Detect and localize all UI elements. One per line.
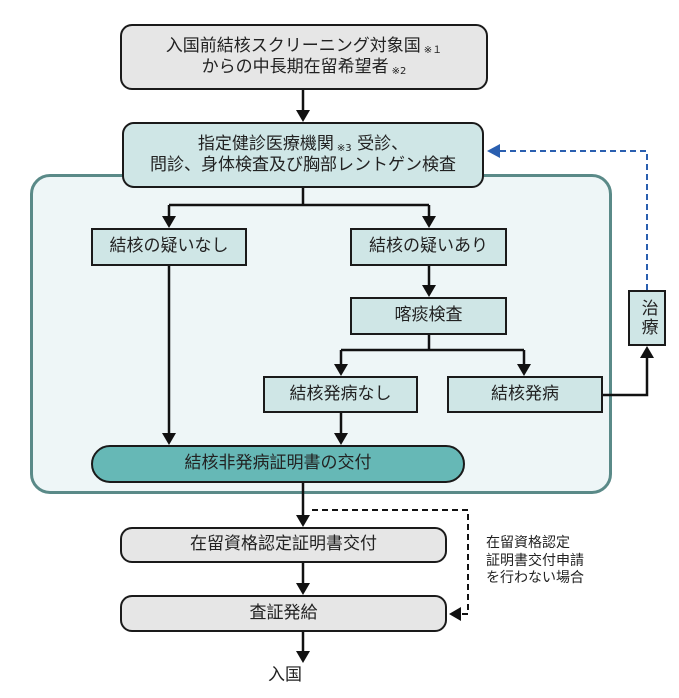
exam-line1-text: 指定健診医療機関 bbox=[197, 133, 334, 154]
applicant-line1: 入国前結核スクリーニング対象国※１ bbox=[166, 36, 442, 57]
arrowhead bbox=[422, 216, 436, 228]
exam-line1: 指定健診医療機関※3 受診、 bbox=[198, 134, 408, 155]
node-coe-issuance: 在留資格認定証明書交付 bbox=[120, 527, 447, 563]
arrowhead bbox=[640, 346, 654, 358]
bypass-note-line3: を行わない場合 bbox=[486, 570, 584, 586]
node-applicant: 入国前結核スクリーニング対象国※１ からの中長期在留希望者※2 bbox=[120, 24, 488, 90]
arrowhead bbox=[162, 216, 176, 228]
node-medical-exam: 指定健診医療機関※3 受診、 問診、身体検査及び胸部レントゲン検査 bbox=[122, 122, 484, 188]
node-no-onset: 結核発病なし bbox=[263, 376, 418, 413]
exam-line1-tail: 受診、 bbox=[357, 133, 409, 154]
node-entry: 入国 bbox=[268, 665, 302, 685]
arrowhead bbox=[296, 651, 310, 663]
treatment-text: 治療 bbox=[637, 299, 658, 337]
bypass-note-line2: 証明書交付申請 bbox=[486, 552, 584, 569]
applicant-line2-text: からの中長期在留希望者 bbox=[201, 57, 389, 77]
footnote-1: ※１ bbox=[423, 44, 443, 56]
exam-line2: 問診、身体検査及び胸部レントゲン検査 bbox=[150, 155, 456, 175]
applicant-line2: からの中長期在留希望者※2 bbox=[202, 57, 407, 78]
node-sputum-test: 喀痰検査 bbox=[350, 297, 507, 335]
line-onset-to-treatment bbox=[603, 357, 649, 397]
applicant-line1-text: 入国前結核スクリーニング対象国 bbox=[165, 35, 421, 56]
arrowhead bbox=[517, 364, 531, 376]
arrowhead bbox=[162, 433, 176, 445]
footnote-3: ※3 bbox=[336, 142, 352, 154]
line-bypass-dashed bbox=[312, 509, 469, 615]
arrowhead bbox=[449, 607, 461, 621]
arrowhead bbox=[422, 285, 436, 297]
node-no-suspicion: 結核の疑いなし bbox=[91, 228, 247, 266]
bypass-note: 在留資格認定 証明書交付申請 を行わない場合 bbox=[486, 535, 584, 588]
footnote-2: ※2 bbox=[391, 66, 407, 77]
arrowhead-feedback bbox=[487, 144, 500, 158]
node-onset: 結核発病 bbox=[447, 376, 603, 413]
node-treatment: 治療 bbox=[628, 290, 666, 346]
screening-group-container bbox=[30, 174, 612, 494]
line-treatment-feedback bbox=[500, 150, 648, 290]
node-suspicion: 結核の疑いあり bbox=[350, 228, 507, 266]
node-certificate: 結核非発病証明書の交付 bbox=[91, 445, 465, 483]
arrowhead bbox=[296, 515, 310, 527]
arrowhead bbox=[334, 433, 348, 445]
arrowhead bbox=[334, 364, 348, 376]
bypass-note-line1: 在留資格認定 bbox=[486, 535, 570, 551]
arrowhead bbox=[296, 110, 310, 122]
node-visa-issuance: 査証発給 bbox=[120, 595, 447, 632]
arrowhead bbox=[296, 583, 310, 595]
